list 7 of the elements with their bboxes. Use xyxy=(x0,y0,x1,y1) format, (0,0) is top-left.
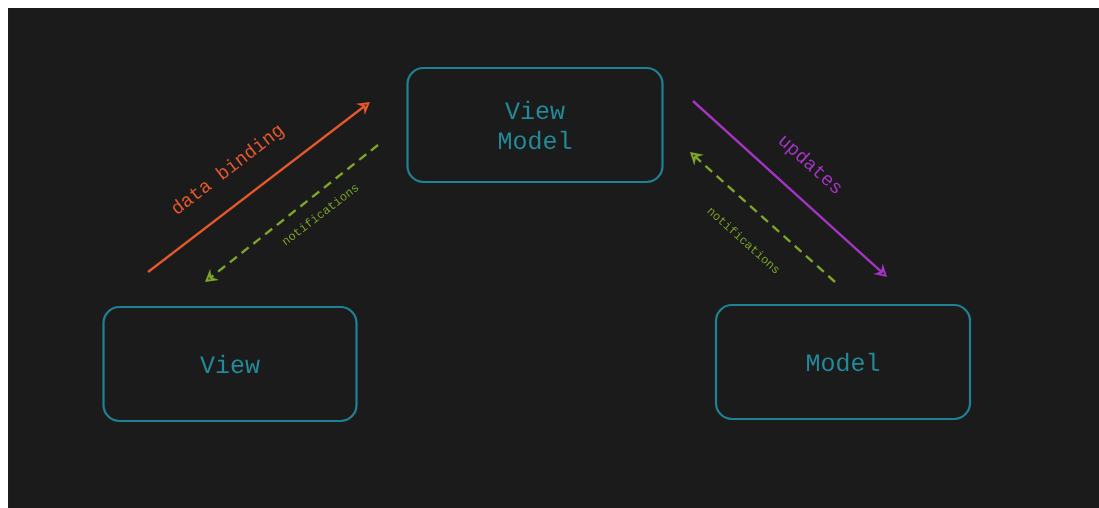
arrow xyxy=(147,102,370,273)
arrow xyxy=(690,152,836,283)
box: View Model xyxy=(406,66,664,184)
box: View xyxy=(102,305,358,423)
arrow xyxy=(692,100,887,277)
arrow xyxy=(205,144,379,282)
box: Model xyxy=(714,303,972,421)
